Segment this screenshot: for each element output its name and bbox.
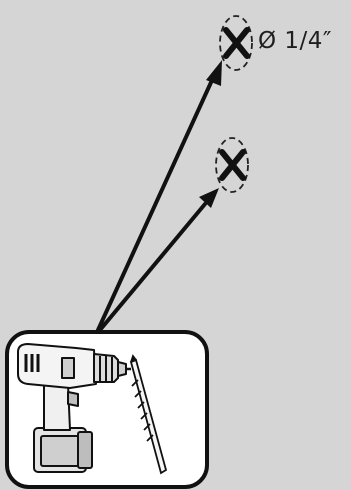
arrow-to-upper-mark — [96, 60, 222, 332]
hole-diameter-label: Ø 1/4″ — [258, 28, 333, 54]
x-mark-icon — [223, 27, 250, 59]
tool-panel — [5, 330, 209, 489]
cordless-drill-icon — [17, 343, 131, 473]
upper-drill-mark — [219, 15, 253, 71]
drill-bit-icon — [129, 354, 168, 475]
lower-drill-mark — [215, 137, 249, 193]
x-mark-icon — [219, 149, 246, 181]
arrow-to-lower-mark — [98, 188, 219, 332]
